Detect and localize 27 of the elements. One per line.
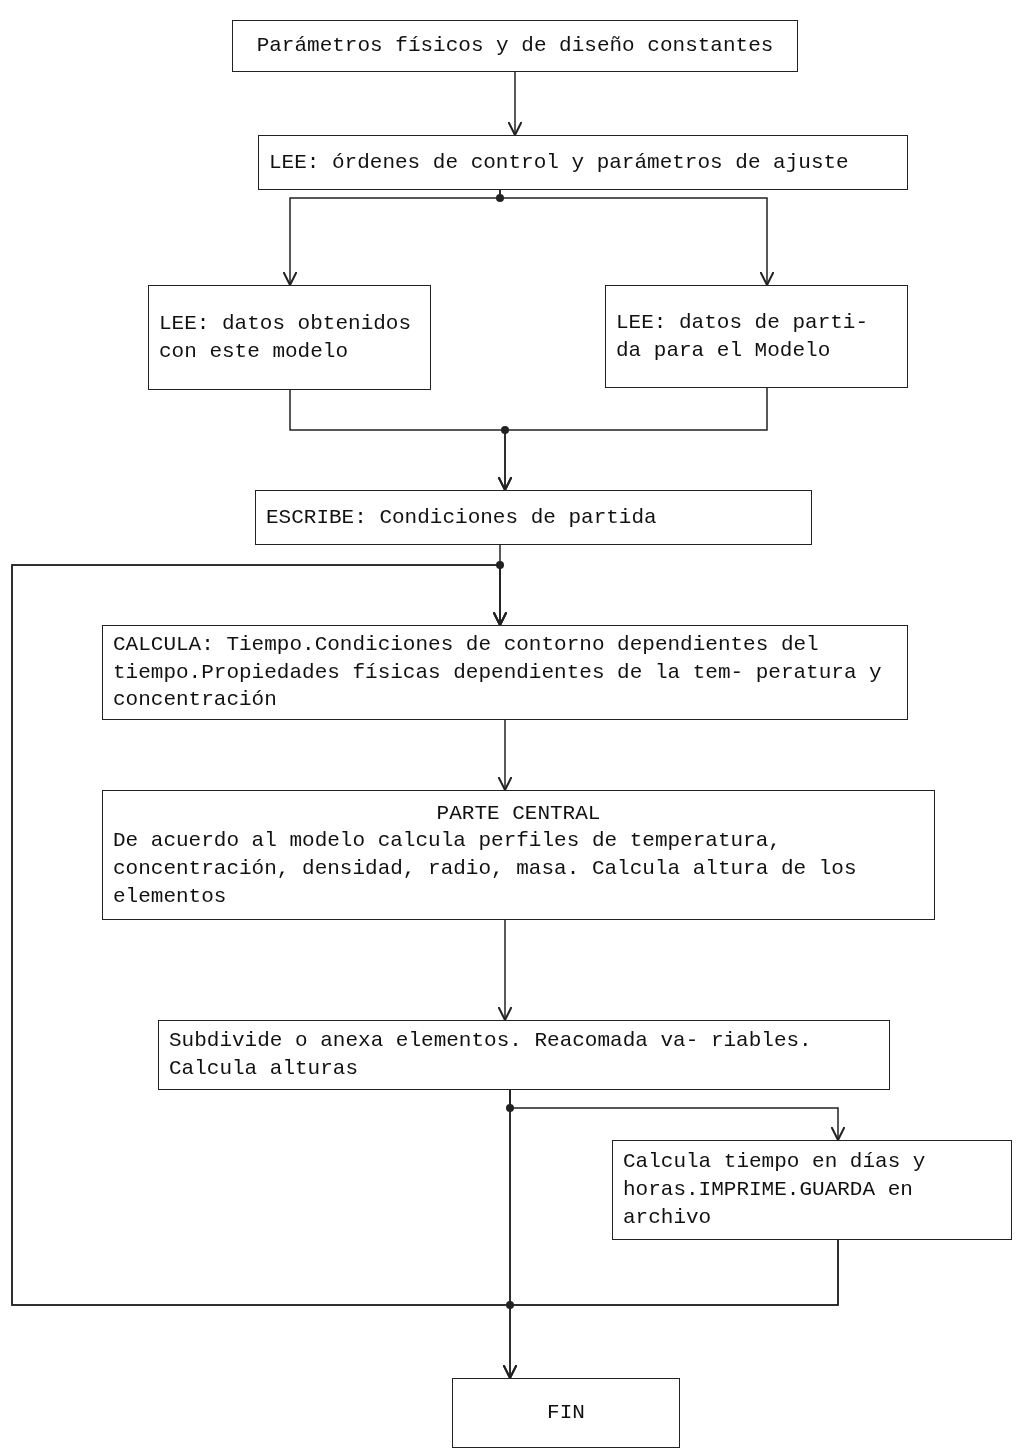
box-text: De acuerdo al modelo calcula perfiles de temperatura, concentración, densidad, radio, masa. Calcula altura de los elementos [113, 828, 858, 910]
process-box [158, 1020, 890, 1090]
arrow [11, 564, 839, 1306]
process-box [148, 285, 431, 390]
arrow [497, 387, 768, 491]
box-heading: PARTE CENTRAL [435, 800, 602, 827]
box-text: FIN [546, 1400, 586, 1427]
arrow [507, 71, 523, 136]
process-box [605, 285, 908, 388]
process-box [612, 1140, 1012, 1240]
box-text: LEE: datos obtenidos con este modelo [159, 310, 413, 365]
box-text: Calcula tiempo en días y horas.IMPRIME.GUARDA en archivo [623, 1149, 927, 1231]
box-text: LEE: datos de parti- da para el Modelo [616, 309, 870, 364]
box-text: LEE: órdenes de control y parámetros de ajuste [269, 149, 850, 176]
box-text: CALCULA: Tiempo.Condiciones de contorno dependientes del tiempo.Propiedades físicas dependientes de la tem- peratura y concentración [113, 631, 883, 714]
process-box [255, 490, 812, 545]
process-box [232, 20, 798, 72]
box-text: ESCRIBE: Condiciones de partida [266, 504, 658, 531]
process-box [102, 625, 908, 720]
box-text: Parámetros físicos y de diseño constantes [255, 33, 775, 60]
arrow [497, 919, 513, 1021]
box-text: Subdivide o anexa elementos. Reacomada va- riables. Calcula alturas [169, 1028, 813, 1082]
process-box [102, 790, 935, 920]
process-box [258, 135, 908, 190]
arrow [499, 189, 775, 286]
arrow [497, 719, 513, 791]
process-box [452, 1378, 680, 1448]
